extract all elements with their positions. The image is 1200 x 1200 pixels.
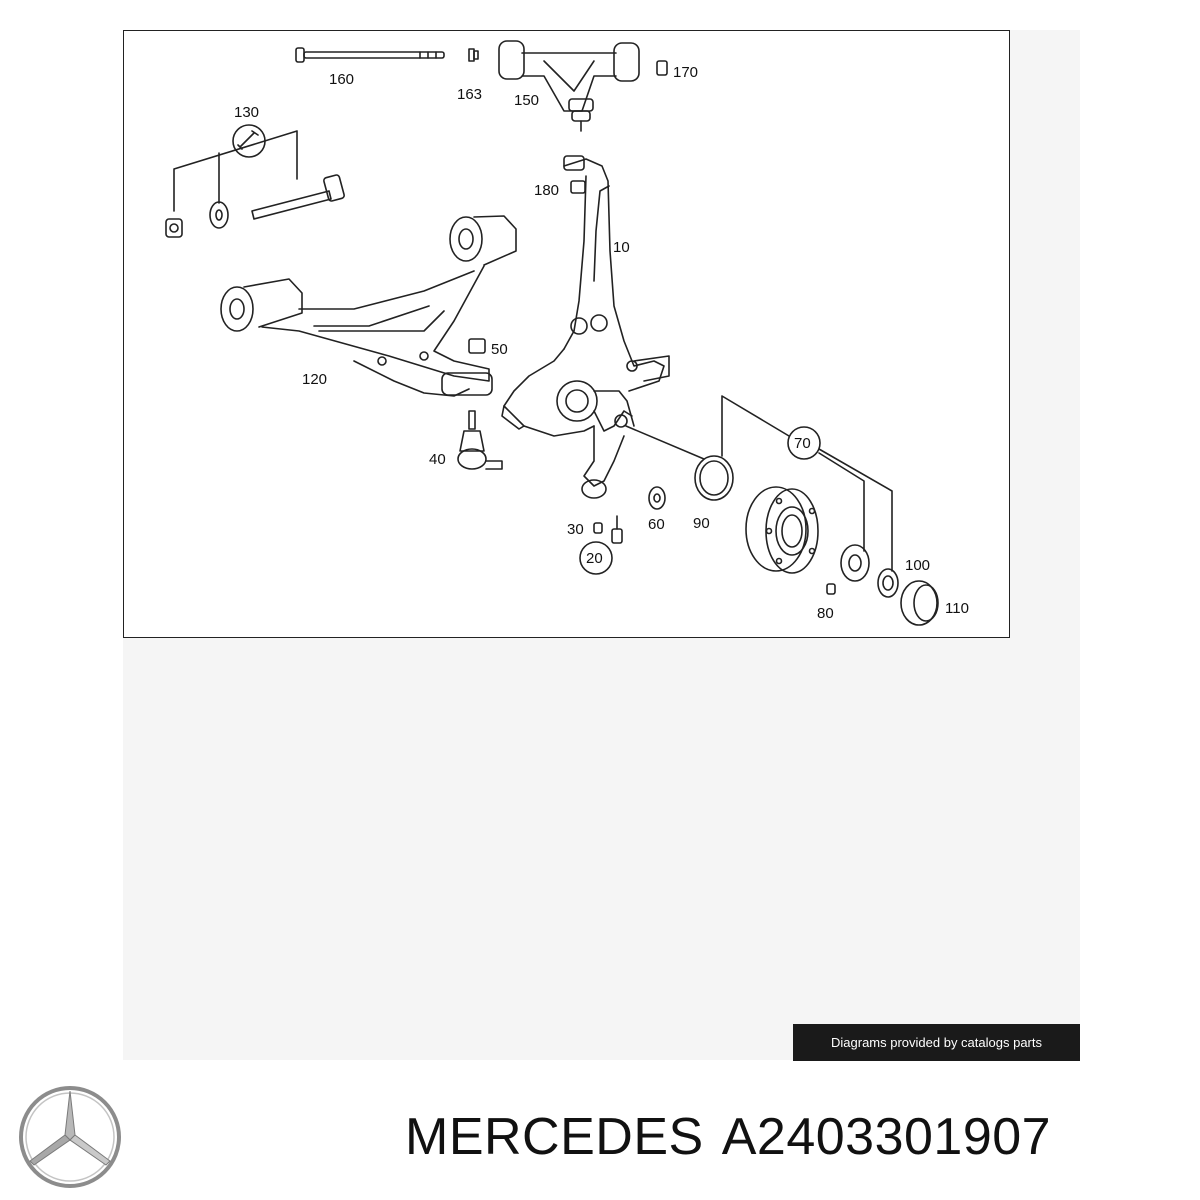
label-120: 120: [302, 371, 327, 388]
nut-170-part: [656, 60, 668, 76]
mercedes-star-icon: [19, 1086, 121, 1188]
brand-name: MERCEDES: [405, 1108, 704, 1166]
label-50: 50: [491, 341, 508, 358]
label-20: 20: [586, 550, 603, 567]
label-60: 60: [648, 516, 665, 533]
lower-control-arm-part: [220, 215, 517, 397]
label-130: 130: [234, 104, 259, 121]
label-180: 180: [534, 182, 559, 199]
label-100: 100: [905, 557, 930, 574]
credit-text: Diagrams provided by catalogs parts: [831, 1035, 1042, 1050]
steering-knuckle-part: [501, 155, 670, 499]
long-bolt-part: [295, 47, 445, 63]
assembly-bracket-70: [721, 395, 893, 572]
dust-cap-part: [900, 580, 939, 626]
label-150: 150: [514, 92, 539, 109]
label-70: 70: [794, 435, 811, 452]
label-170: 170: [673, 64, 698, 81]
upper-control-arm-part: [498, 40, 640, 132]
bolt-20-part: [611, 515, 623, 544]
wheel-hub-part: [745, 486, 819, 574]
nut-part: [165, 218, 183, 238]
nut-50-part: [468, 338, 486, 354]
seal-ring-part: [625, 425, 734, 501]
bearing-washer-part: [840, 544, 870, 582]
ball-joint-part: [457, 410, 503, 470]
label-160: 160: [329, 71, 354, 88]
label-90: 90: [693, 515, 710, 532]
part-title: MERCEDES A2403301907: [405, 1107, 1051, 1167]
label-30: 30: [567, 521, 584, 538]
label-10: 10: [613, 239, 630, 256]
callout-20: [579, 541, 613, 575]
label-80: 80: [817, 605, 834, 622]
small-bolt-30-part: [593, 522, 603, 534]
spacer-part: [648, 486, 666, 510]
parts-diagram: 160 163 150 170 130 180 10 50 120 40 30 …: [123, 30, 1010, 638]
label-110: 110: [945, 600, 969, 617]
eccentric-bolt-part: [251, 174, 345, 220]
small-nut-part: [468, 48, 479, 62]
credit-banner: Diagrams provided by catalogs parts: [793, 1024, 1080, 1061]
part-number: A2403301907: [721, 1108, 1052, 1166]
wrench-icon: [232, 124, 266, 158]
nut-180-part: [570, 180, 586, 194]
assembly-bracket-130: [173, 130, 298, 212]
callout-70: [787, 426, 821, 460]
hub-nut-part: [877, 568, 899, 598]
label-163: 163: [457, 86, 482, 103]
label-40: 40: [429, 451, 446, 468]
eccentric-washer-part: [209, 201, 229, 229]
wheel-stud-part: [826, 583, 836, 595]
